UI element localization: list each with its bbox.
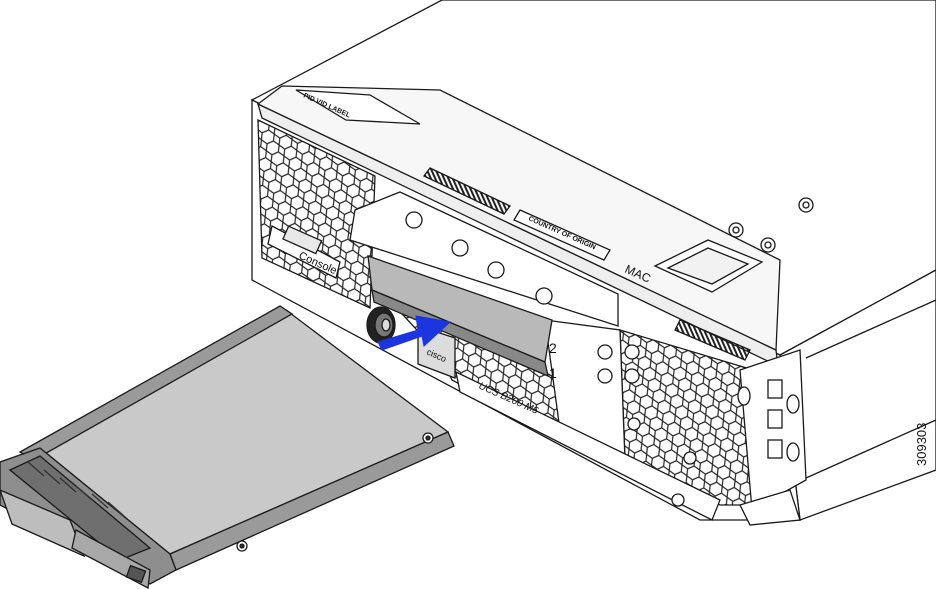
barcode-area-1 — [423, 167, 511, 215]
slot-number-2: 2 — [549, 340, 557, 356]
pid-vid-label-area — [295, 89, 421, 125]
thumbscrew — [366, 306, 396, 344]
barcode-area-2 — [674, 319, 751, 361]
ejector-handle — [739, 349, 807, 512]
model-plate — [455, 370, 721, 521]
insertion-arrow — [377, 315, 452, 351]
figure-id-box: 309303 — [914, 423, 929, 466]
slot-number-1: 1 — [549, 365, 557, 381]
server-chassis — [250, 0, 936, 526]
front-grille-left — [257, 118, 376, 309]
drive-latch — [0, 489, 86, 558]
country-label-area — [513, 209, 611, 261]
figure-id-text: 309303 — [914, 423, 929, 466]
drive-module — [0, 305, 455, 589]
